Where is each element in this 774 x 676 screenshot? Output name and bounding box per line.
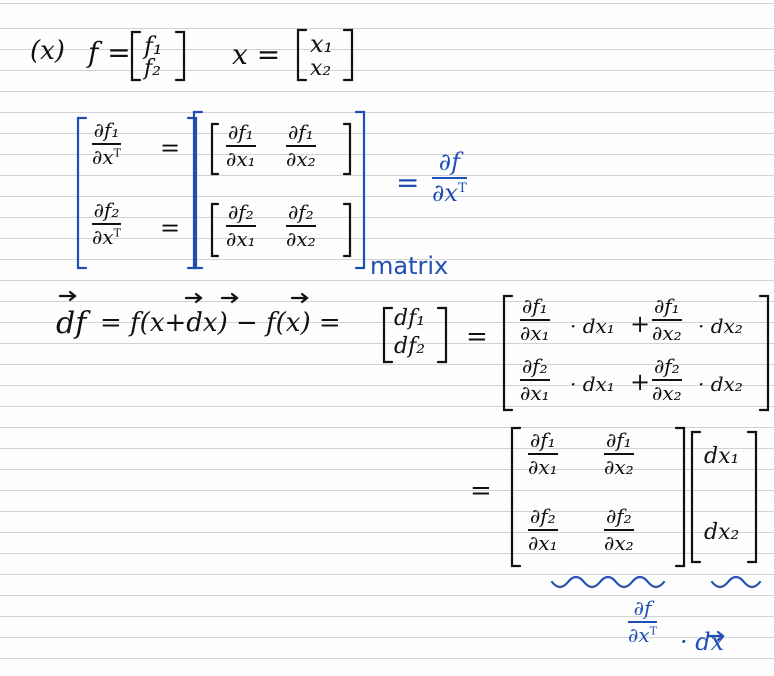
a11-fraction: ∂f₁∂x₁ (528, 428, 558, 479)
f1-entry: f₁ (144, 32, 163, 60)
dx2-entry: dx₂ (704, 520, 740, 545)
t1a-dx: · dx₁ (570, 314, 615, 338)
a12-fraction: ∂f₁∂x₂ (604, 428, 634, 479)
m22-fraction: ∂f₂∂x₂ (286, 200, 316, 251)
m21-fraction: ∂f₂∂x₁ (226, 200, 256, 251)
equals-result: = (396, 166, 420, 199)
t2a-dx: · dx₁ (570, 372, 615, 396)
df-vector: df (56, 306, 87, 341)
matrix-label: matrix (370, 252, 449, 280)
eq-sign-product: = (470, 476, 492, 506)
eq-sign-diff: = (466, 322, 488, 352)
m12-fraction: ∂f₁∂x₂ (286, 120, 316, 171)
plus-sign-1: + (630, 310, 651, 338)
df-expansion: = f(x+dx) − f(x) = (100, 308, 341, 338)
m11-fraction: ∂f₁∂x₁ (226, 120, 256, 171)
x-definition: x = (232, 38, 281, 71)
f2-entry: f₂ (144, 56, 161, 81)
t1b-dx: · dx₂ (698, 314, 743, 338)
df2-dxT-fraction: ∂f₂ ∂xT (92, 198, 121, 249)
x1-entry: x₁ (310, 30, 334, 58)
dx1-entry: dx₁ (704, 444, 740, 469)
df1-entry: df₁ (394, 306, 426, 331)
t2b-fraction: ∂f₂∂x₂ (652, 354, 682, 405)
a21-fraction: ∂f₂∂x₁ (528, 504, 558, 555)
t2b-dx: · dx₂ (698, 372, 743, 396)
x2-entry: x₂ (310, 56, 332, 81)
eq-sign-row2: = (160, 214, 181, 242)
df1-dxT-fraction: ∂f₁ ∂xT (92, 118, 121, 169)
df2-entry: df₂ (394, 334, 426, 359)
t2a-fraction: ∂f₂∂x₁ (520, 354, 550, 405)
final-dx-term: · dx (680, 628, 725, 656)
plus-sign-2: + (630, 368, 651, 396)
final-jacobian-fraction: ∂f ∂xT (628, 596, 657, 647)
t1b-fraction: ∂f₁∂x₂ (652, 294, 682, 345)
eq-sign-row1: = (160, 134, 181, 162)
t1a-fraction: ∂f₁∂x₁ (520, 294, 550, 345)
a22-fraction: ∂f₂∂x₂ (604, 504, 634, 555)
df-dxT-result: ∂f ∂xT (432, 148, 467, 208)
part-label: (x) (30, 36, 65, 66)
f-definition: f = (88, 36, 131, 69)
